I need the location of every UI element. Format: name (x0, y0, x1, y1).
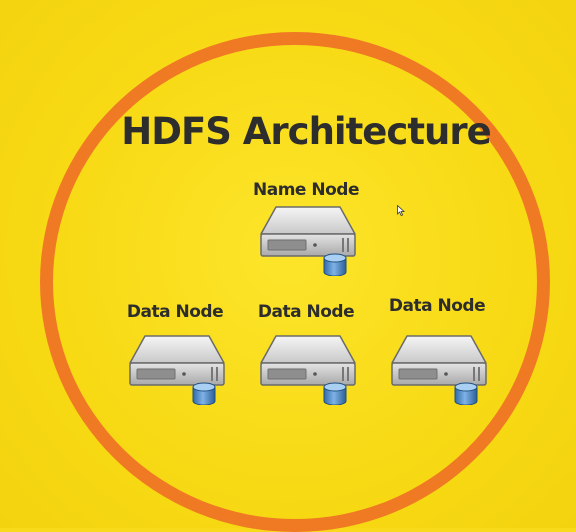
orange-ring (40, 32, 550, 532)
data-node-label: Data Node (126, 302, 224, 322)
mouse-cursor-icon (397, 205, 405, 216)
server-database-icon (258, 333, 358, 405)
name-node: Name Node (241, 180, 371, 276)
server-database-icon (389, 333, 489, 405)
data-node-label: Data Node (388, 296, 486, 316)
name-node-label: Name Node (253, 180, 359, 200)
data-node: Data Node (110, 302, 240, 405)
diagram-title: HDFS Architecture (121, 110, 491, 153)
data-node: Data Node (372, 296, 502, 405)
server-database-icon (127, 333, 227, 405)
data-node-label: Data Node (257, 302, 355, 322)
server-database-icon (258, 204, 358, 276)
data-node: Data Node (241, 302, 371, 405)
